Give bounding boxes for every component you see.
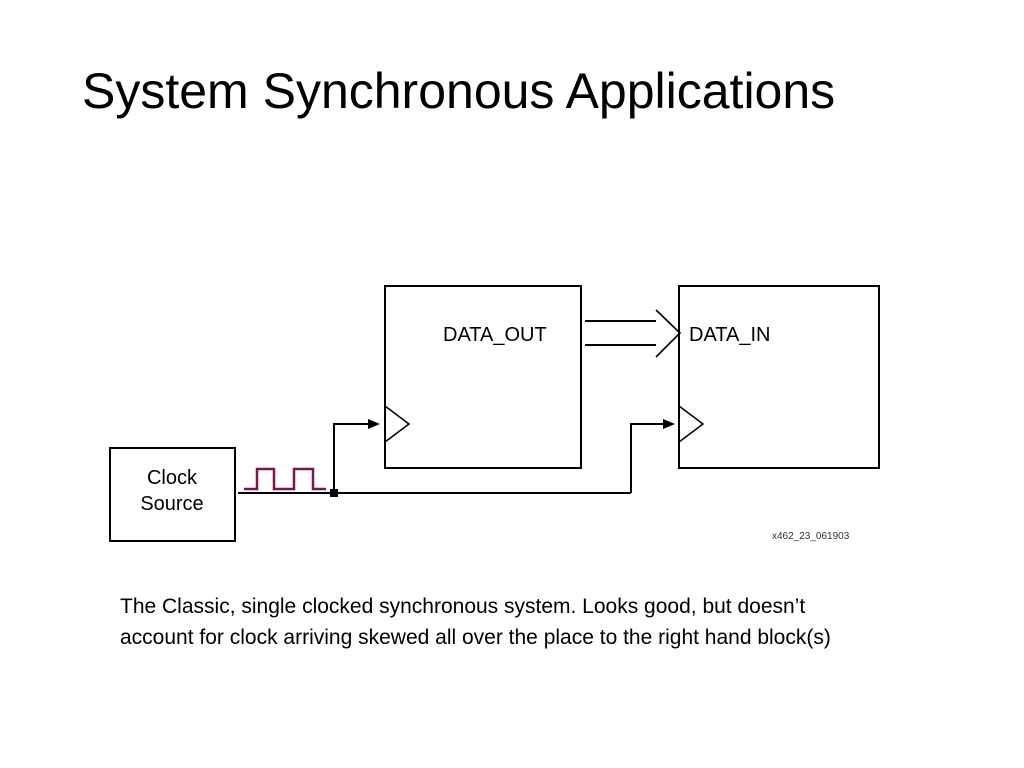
caption-line-2: account for clock arriving skewed all ov… (120, 626, 831, 649)
clock-branch-right (630, 423, 664, 493)
data-bus-arrow (585, 309, 682, 358)
clock-junction-dot (330, 489, 338, 497)
clock-source-label-line1: Clock (147, 467, 198, 489)
clock-source-box (109, 447, 236, 542)
receive-block: DATA_IN (678, 285, 880, 469)
receive-block-box (678, 285, 880, 469)
clock-source-block: Clock Source (109, 447, 236, 542)
slide-caption: The Classic, single clocked synchronous … (120, 591, 1010, 653)
receive-clock-input-triangle (678, 405, 705, 443)
data-in-label: DATA_IN (689, 324, 771, 346)
clock-wiring (238, 419, 675, 497)
caption-line-1: The Classic, single clocked synchronous … (120, 595, 806, 618)
clock-branch-left (333, 423, 369, 493)
clock-source-label-line2: Source (140, 493, 203, 515)
clock-branch-right-arrow (663, 419, 675, 429)
transmit-clock-input-triangle (384, 405, 411, 443)
slide-title: System Synchronous Applications (82, 63, 836, 119)
clock-branch-left-arrow (368, 419, 380, 429)
transmit-block-box (384, 285, 582, 469)
transmit-block: DATA_OUT (384, 285, 582, 469)
data-out-label: DATA_OUT (443, 324, 547, 346)
figure-reference-id: x462_23_061903 (772, 531, 850, 542)
data-bus-arrowhead (655, 309, 682, 358)
clock-waveform (244, 467, 326, 491)
